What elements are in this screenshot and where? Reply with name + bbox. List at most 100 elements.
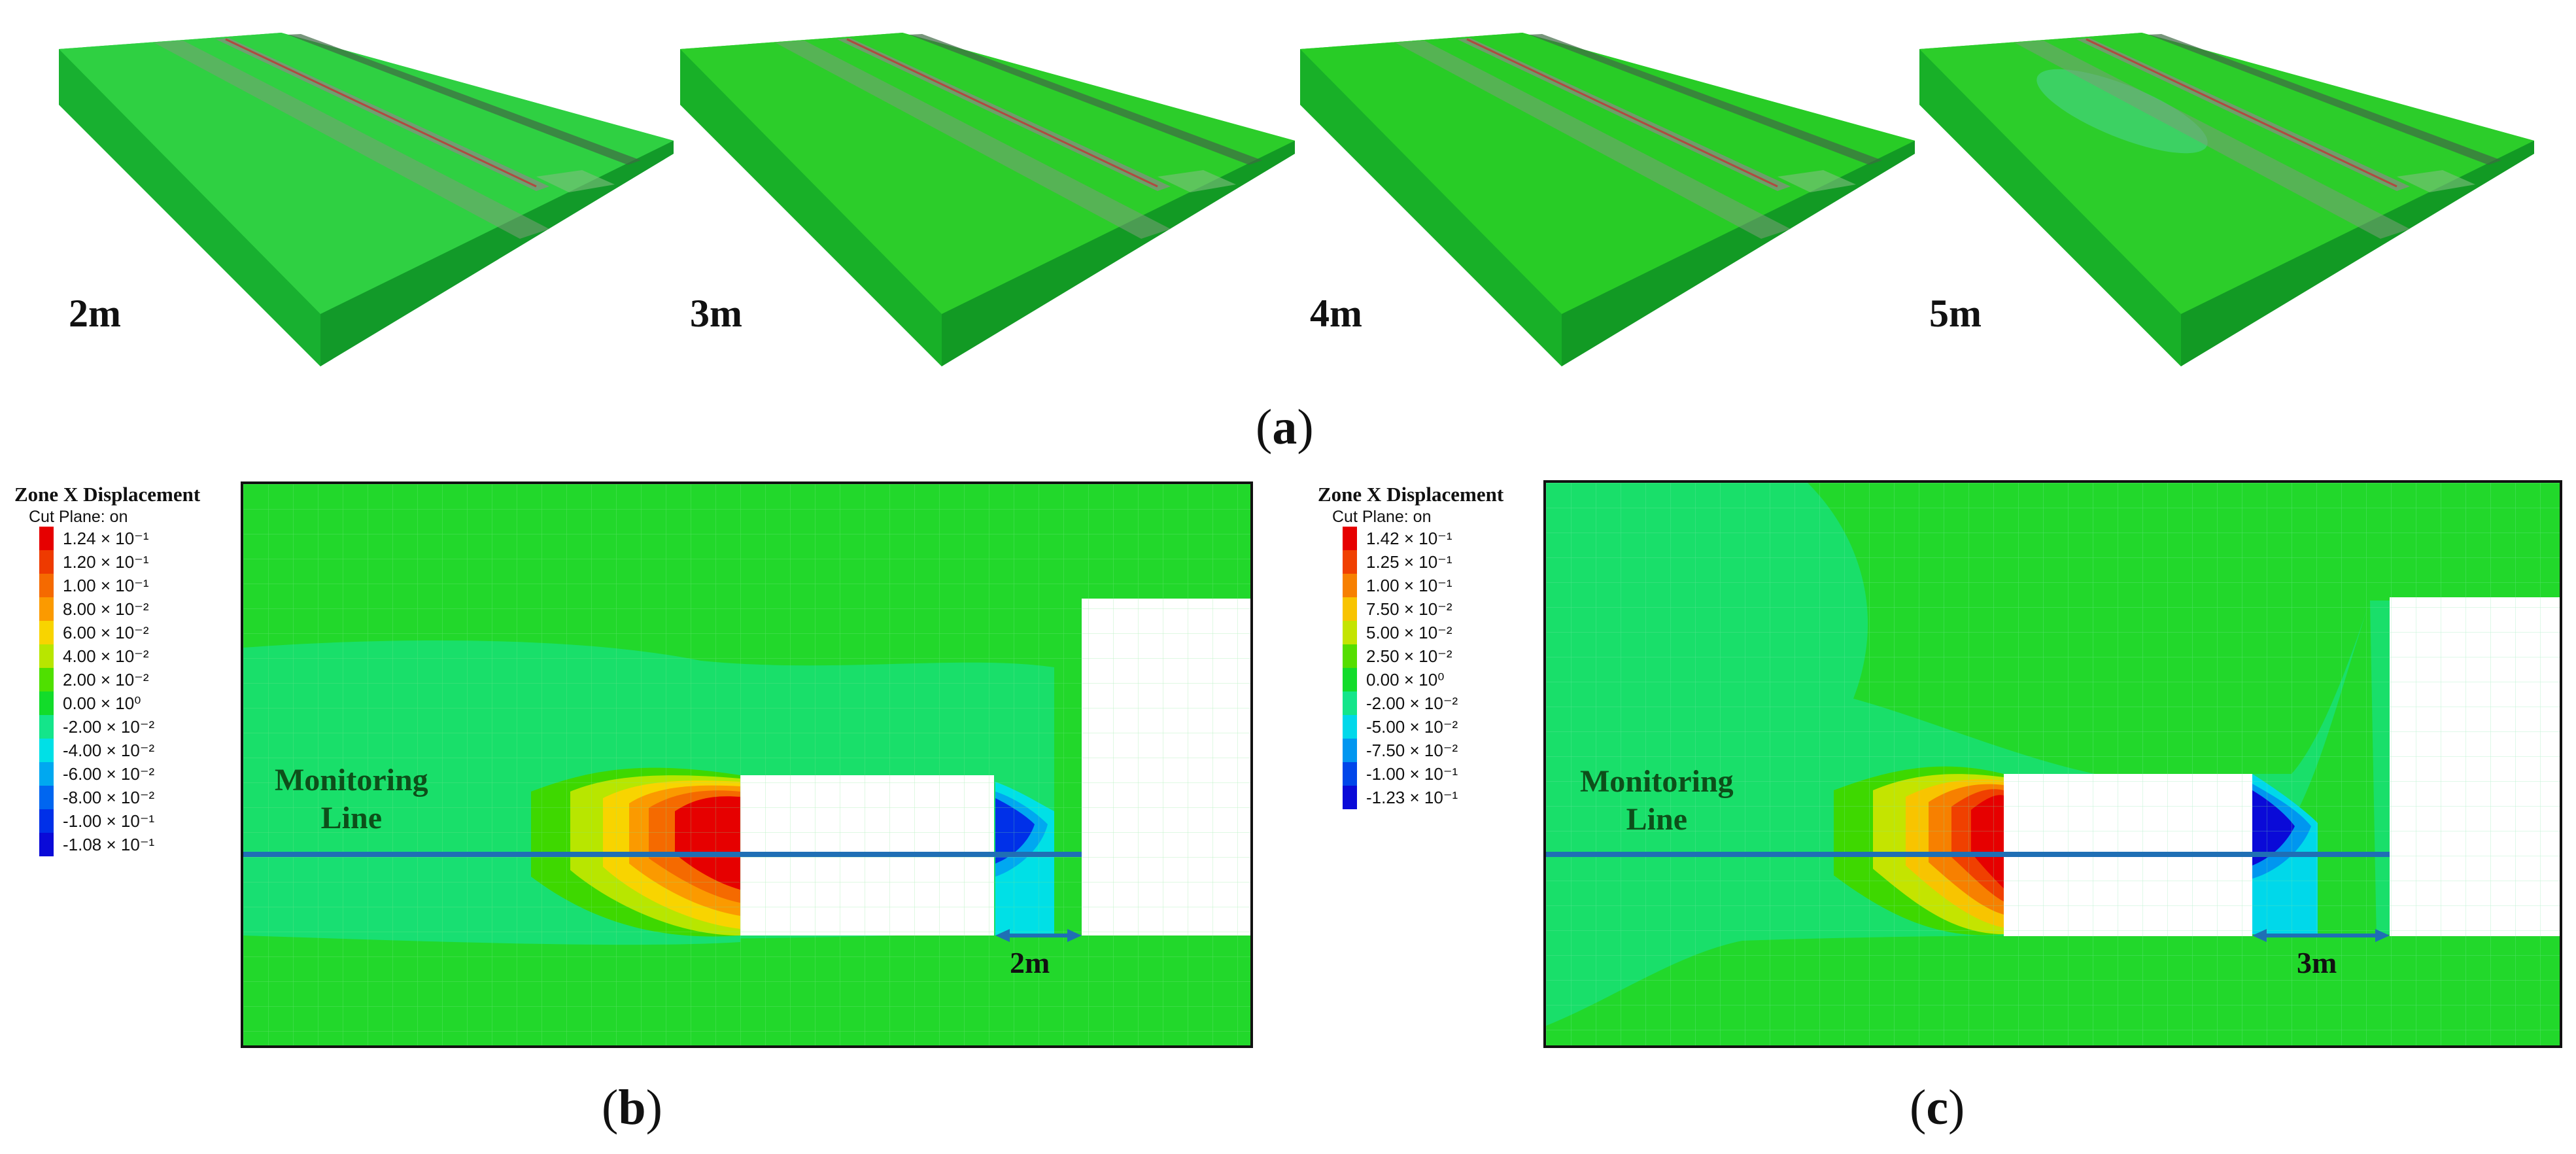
legend-entry: -1.08 × 10⁻¹: [39, 833, 200, 856]
legend-swatch: [1343, 668, 1357, 691]
legend-entry: 1.24 × 10⁻¹: [39, 527, 200, 550]
legend-entry: -7.50 × 10⁻²: [1343, 739, 1503, 762]
legend-entry: 1.00 × 10⁻¹: [1343, 574, 1503, 597]
legend-swatch: [39, 668, 54, 691]
legend-value: 1.24 × 10⁻¹: [63, 528, 149, 548]
legend-entry: 2.00 × 10⁻²: [39, 668, 200, 691]
legend-entry: 4.00 × 10⁻²: [39, 644, 200, 668]
legend-entry: 1.20 × 10⁻¹: [39, 550, 200, 574]
gap-distance-label: 3m: [2297, 946, 2337, 979]
model-3d-2m: 2m: [52, 13, 680, 379]
legend-swatch: [1343, 527, 1357, 550]
legend-swatch: [1343, 597, 1357, 621]
legend-subtitle: Cut Plane: on: [1332, 508, 1432, 526]
model-label: 5m: [1929, 292, 1982, 335]
legend-swatch: [39, 786, 54, 809]
legend-swatch: [39, 597, 54, 621]
legend-swatch: [1343, 691, 1357, 715]
legend-entry: -1.00 × 10⁻¹: [39, 809, 200, 833]
legend-swatch: [39, 621, 54, 644]
legend-swatch: [1343, 550, 1357, 574]
legend-entry: 1.42 × 10⁻¹: [1343, 527, 1503, 550]
legend-value: -5.00 × 10⁻²: [1366, 716, 1458, 737]
legend-value: 7.50 × 10⁻²: [1366, 599, 1452, 619]
legend-swatch: [39, 574, 54, 597]
legend-entry: 8.00 × 10⁻²: [39, 597, 200, 621]
legend-entries: 1.24 × 10⁻¹ 1.20 × 10⁻¹ 1.00 × 10⁻¹ 8.00 × …: [14, 527, 200, 856]
legend-value: 5.00 × 10⁻²: [1366, 622, 1452, 642]
legend-entry: 6.00 × 10⁻²: [39, 621, 200, 644]
legend-swatch: [39, 527, 54, 550]
legend-swatch: [1343, 715, 1357, 739]
model-3d-5m: 5m: [1913, 13, 2541, 379]
legend-value: -2.00 × 10⁻²: [63, 716, 155, 737]
model-block-graphic: [59, 33, 674, 366]
legend-swatch: [39, 715, 54, 739]
legend-entry: -1.23 × 10⁻¹: [1343, 786, 1503, 809]
legend-entry: -8.00 × 10⁻²: [39, 786, 200, 809]
gap-distance-label: 2m: [1010, 946, 1050, 979]
legend-entry: -4.00 × 10⁻²: [39, 739, 200, 762]
panel-a-letter: a: [1272, 400, 1297, 455]
legend-entry: -2.00 × 10⁻²: [39, 715, 200, 739]
legend-b: Zone X Displacement Cut Plane: on 1.24 ×…: [14, 483, 200, 856]
model-block-graphic: [1919, 33, 2534, 366]
legend-entry: 0.00 × 10⁰: [1343, 668, 1503, 691]
legend-entry: -2.00 × 10⁻²: [1343, 691, 1503, 715]
legend-swatch: [39, 550, 54, 574]
legend-c: Zone X Displacement Cut Plane: on 1.42 ×…: [1318, 483, 1503, 809]
legend-value: -1.00 × 10⁻¹: [1366, 763, 1458, 784]
legend-entries: 1.42 × 10⁻¹ 1.25 × 10⁻¹ 1.00 × 10⁻¹ 7.50 × …: [1318, 527, 1503, 809]
legend-entry: 7.50 × 10⁻²: [1343, 597, 1503, 621]
legend-value: 8.00 × 10⁻²: [63, 599, 149, 619]
model-label: 4m: [1310, 292, 1362, 335]
legend-swatch: [1343, 786, 1357, 809]
legend-swatch: [1343, 644, 1357, 668]
legend-swatch: [39, 762, 54, 786]
legend-value: 6.00 × 10⁻²: [63, 622, 149, 642]
panel-b-caption: (b): [602, 1080, 662, 1135]
legend-entry: 1.00 × 10⁻¹: [39, 574, 200, 597]
legend-value: -7.50 × 10⁻²: [1366, 740, 1458, 760]
legend-title: Zone X Displacement: [14, 483, 201, 506]
legend-value: 1.25 × 10⁻¹: [1366, 551, 1452, 572]
legend-entry: -6.00 × 10⁻²: [39, 762, 200, 786]
legend-value: 0.00 × 10⁰: [1366, 669, 1445, 690]
legend-value: -1.00 × 10⁻¹: [63, 811, 155, 831]
model-3d-3m: 3m: [674, 13, 1301, 379]
legend-value: -8.00 × 10⁻²: [63, 787, 155, 807]
legend-value: -4.00 × 10⁻²: [63, 740, 155, 760]
panel-b-letter: b: [618, 1080, 646, 1135]
contour-graphic-b: [243, 484, 1250, 1045]
legend-value: -1.08 × 10⁻¹: [63, 834, 155, 854]
legend-value: 1.20 × 10⁻¹: [63, 551, 149, 572]
model-label: 3m: [690, 292, 742, 335]
legend-entry: -5.00 × 10⁻²: [1343, 715, 1503, 739]
legend-title: Zone X Displacement: [1318, 483, 1504, 506]
panel-a-caption: (a): [1256, 400, 1314, 455]
legend-value: -1.23 × 10⁻¹: [1366, 787, 1458, 807]
model-3d-4m: 4m: [1294, 13, 1921, 379]
legend-value: 1.42 × 10⁻¹: [1366, 528, 1452, 548]
legend-value: 2.00 × 10⁻²: [63, 669, 149, 690]
legend-swatch: [1343, 762, 1357, 786]
contour-graphic-c: [1546, 483, 2560, 1045]
legend-value: 1.00 × 10⁻¹: [1366, 575, 1452, 595]
legend-value: 4.00 × 10⁻²: [63, 646, 149, 666]
legend-entry: 0.00 × 10⁰: [39, 691, 200, 715]
legend-swatch: [1343, 739, 1357, 762]
legend-swatch: [1343, 621, 1357, 644]
legend-entry: 5.00 × 10⁻²: [1343, 621, 1503, 644]
model-label: 2m: [69, 292, 121, 335]
legend-value: 1.00 × 10⁻¹: [63, 575, 149, 595]
panel-c-caption: (c): [1910, 1080, 1965, 1135]
model-block-graphic: [1300, 33, 1915, 366]
legend-value: -6.00 × 10⁻²: [63, 763, 155, 784]
legend-subtitle: Cut Plane: on: [29, 508, 128, 526]
legend-swatch: [39, 644, 54, 668]
legend-entry: 1.25 × 10⁻¹: [1343, 550, 1503, 574]
